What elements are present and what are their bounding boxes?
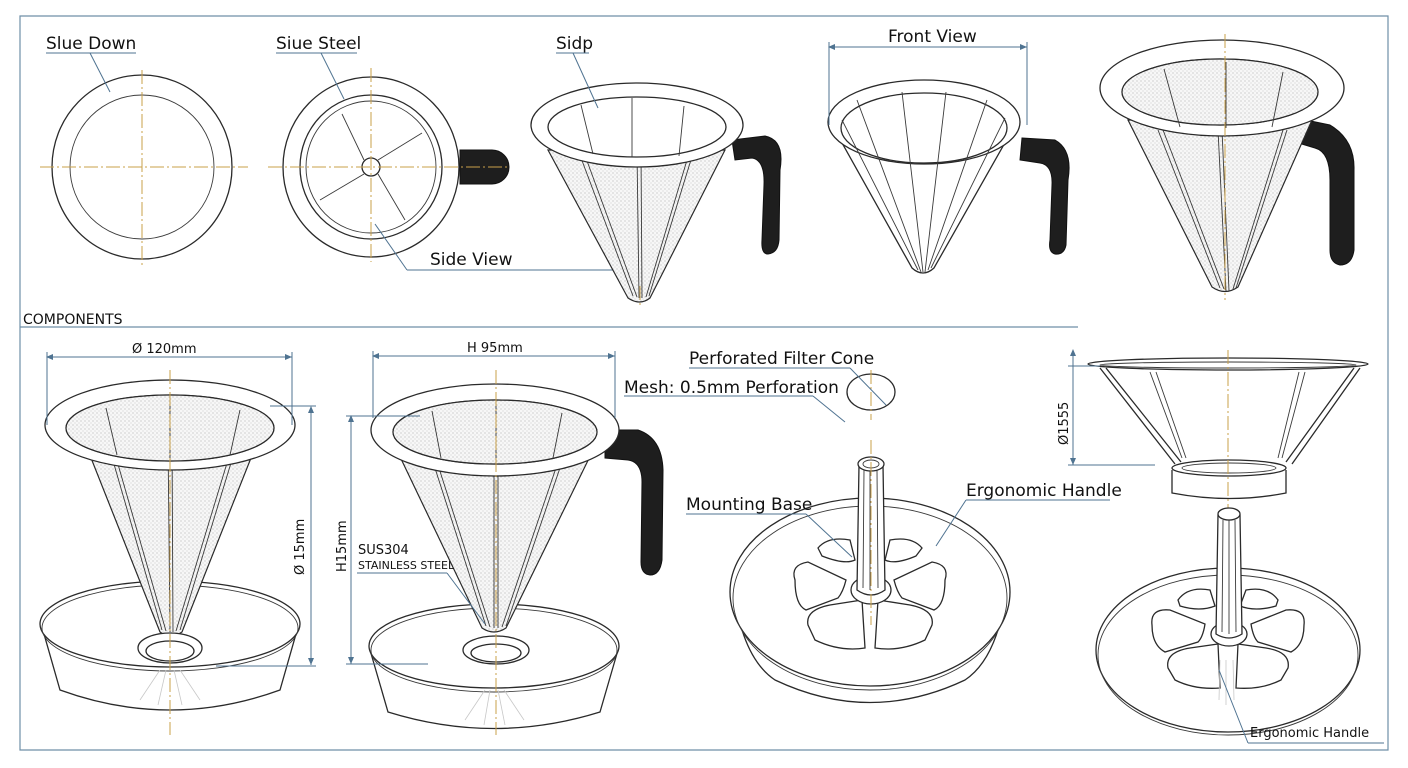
label-mesh-perforation: Mesh: 0.5mm Perforation <box>624 378 839 398</box>
svg-text:Side View: Side View <box>430 250 513 270</box>
view-cone-with-handle-1 <box>530 82 782 306</box>
view-cone-with-handle-2 <box>1099 34 1355 300</box>
label-ergonomic-handle-2: Ergonomic Handle <box>1250 726 1369 741</box>
label-front-view: Front View <box>888 27 977 47</box>
label-side-view: Side View <box>374 223 638 271</box>
svg-text:Slue Down: Slue Down <box>46 34 136 54</box>
view-top-spoked-ring <box>268 68 510 262</box>
dim-height-vertical: H15mm <box>335 520 350 572</box>
label-slue-down: Slue Down <box>46 34 136 93</box>
view-filter-disc <box>624 367 896 423</box>
drawing-frame <box>19 15 1389 751</box>
label-material-grade: SUS304 <box>358 543 409 558</box>
label-material-type: STAINLESS STEEL <box>358 559 455 572</box>
view-exploded <box>1068 349 1384 744</box>
dim-diameter-vertical: Ø 15mm <box>293 519 308 575</box>
dim-exploded-vertical: Ø1555 <box>1057 402 1072 445</box>
view-assembly-1 <box>39 352 316 735</box>
dim-height-top: H 95mm <box>467 341 523 356</box>
view-mounting-base <box>686 440 1110 704</box>
svg-text:Sidp: Sidp <box>556 34 593 54</box>
section-header-components: COMPONENTS <box>23 312 123 328</box>
view-front-wireframe <box>827 42 1070 274</box>
svg-text:Siue Steel: Siue Steel <box>276 34 361 54</box>
view-top-ring <box>40 70 248 268</box>
label-ergonomic-handle-1: Ergonomic Handle <box>966 481 1122 501</box>
view-assembly-2 <box>346 351 664 735</box>
label-perforated-filter-cone: Perforated Filter Cone <box>689 349 874 369</box>
dim-diameter-top: Ø 120mm <box>132 342 197 357</box>
label-sidp: Sidp <box>556 34 599 109</box>
label-siue-steel: Siue Steel <box>276 34 361 100</box>
label-mounting-base: Mounting Base <box>686 495 812 515</box>
